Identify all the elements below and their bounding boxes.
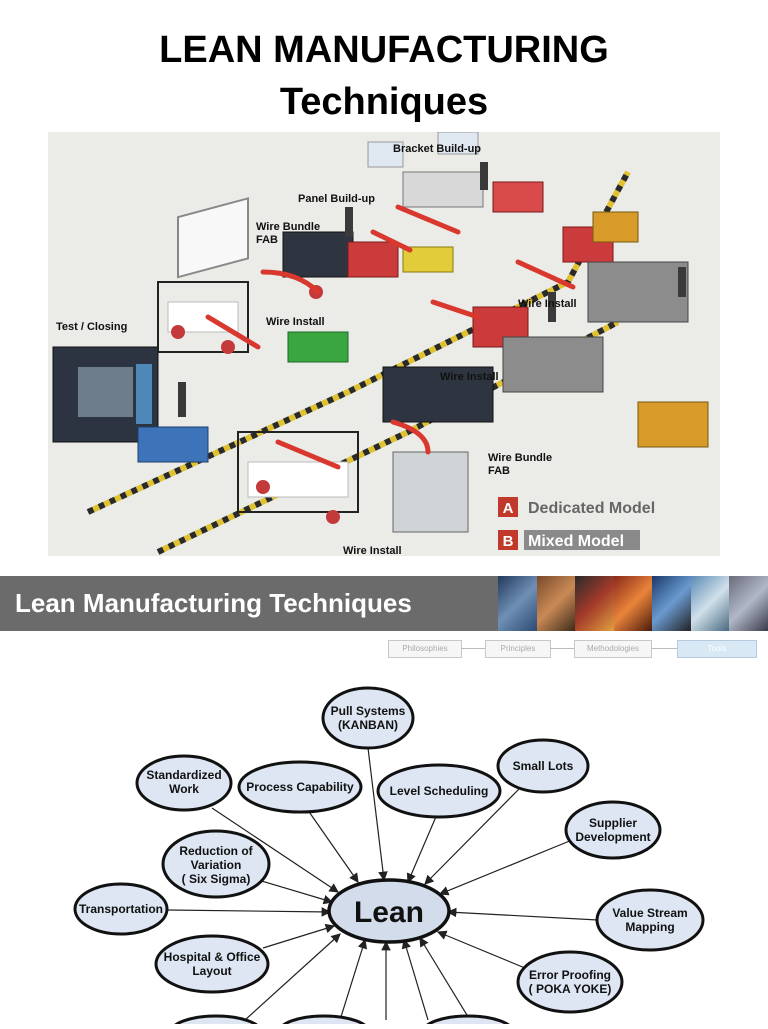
node-pull-line1: Pull Systems [331, 704, 406, 718]
label-fab-2: FAB [488, 465, 510, 477]
label-wire-install-1: Wire Install [266, 316, 325, 328]
node-standardized-line2: Work [169, 782, 199, 796]
node-proofing-line1: Error Proofing [529, 968, 611, 982]
lean-center-label: Lean [354, 896, 424, 929]
legend-badge-a [498, 497, 518, 517]
node-process-capability: Process Capability [246, 780, 354, 794]
node-supplier-line2: Development [575, 830, 650, 844]
label-wire-bundle-1: Wire Bundle [256, 221, 320, 233]
banner-title: Lean Manufacturing Techniques [15, 588, 412, 618]
legend-badge-b [498, 530, 518, 550]
step-methodologies: Methodologies [574, 640, 652, 658]
node-hospital-line2: Layout [192, 964, 231, 978]
label-wire-install-2: Wire Install [518, 298, 577, 310]
node-variation-line3: ( Six Sigma) [182, 872, 251, 886]
step-principles: Principles [485, 640, 551, 658]
label-bracket-buildup: Bracket Build-up [393, 143, 481, 155]
node-standardized-line1: Standardized [146, 768, 221, 782]
lean-center-node [327, 878, 451, 944]
node-small-lots: Small Lots [513, 759, 574, 773]
label-wire-install-3: Wire Install [440, 371, 499, 383]
label-fab-1: FAB [256, 234, 278, 246]
node-variation-line2: Variation [191, 858, 242, 872]
node-transportation: Transportation [79, 902, 163, 916]
lean-mindmap: Lean Pull Systems (KANBAN) Standardized … [0, 680, 768, 1029]
label-wire-install-4: Wire Install [343, 545, 402, 556]
node-hospital-line1: Hospital & Office [164, 950, 261, 964]
page-title-line1: LEAN MANUFACTURING [159, 29, 609, 71]
hierarchy-steps: Philosophies Principles Methodologies To… [388, 640, 760, 662]
legend-letter-b: B [503, 533, 514, 550]
node-proofing-line2: ( POKA YOKE) [529, 982, 612, 996]
banner-photo-strip [498, 576, 768, 631]
step-tools: Tools [677, 640, 757, 658]
legend-mixed-model: Mixed Model [528, 533, 624, 550]
label-test-closing: Test / Closing [56, 321, 127, 333]
factory-layout-illustration: Bracket Build-up Panel Build-up Wire Bun… [48, 132, 720, 556]
legend-dedicated-model: Dedicated Model [528, 500, 655, 517]
node-pull-line2: (KANBAN) [338, 718, 398, 732]
node-vsm-line2: Mapping [625, 920, 674, 934]
section-banner: Lean Manufacturing Techniques [0, 576, 768, 631]
legend-letter-a: A [503, 500, 514, 517]
node-supplier-line1: Supplier [589, 816, 637, 830]
label-panel-buildup: Panel Build-up [298, 193, 375, 205]
node-level-scheduling: Level Scheduling [390, 784, 489, 798]
label-wire-bundle-2: Wire Bundle [488, 452, 552, 464]
node-vsm-line1: Value Stream [612, 906, 687, 920]
page-title-line2: Techniques [279, 81, 489, 123]
node-variation-line1: Reduction of [179, 844, 253, 858]
step-philosophies: Philosophies [388, 640, 462, 658]
